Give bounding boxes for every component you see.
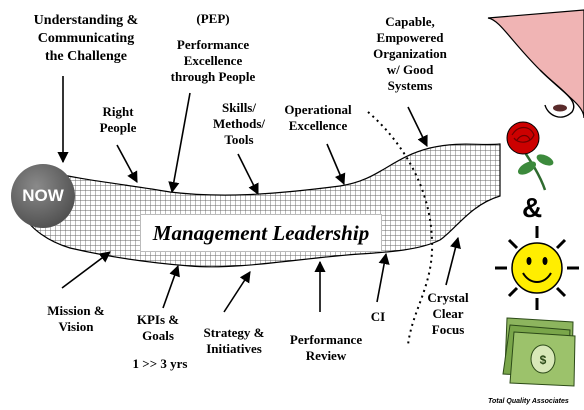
smiley-sun-icon <box>495 226 579 310</box>
arrow-right-people <box>116 144 138 183</box>
arrow-capable <box>407 106 428 148</box>
arrow-crystal <box>445 236 461 286</box>
arrow-operational <box>326 143 346 186</box>
now-circle: NOW <box>11 164 75 228</box>
arrow-kpis <box>162 264 180 309</box>
credit-text: Total Quality Associates <box>488 398 569 405</box>
rose-icon <box>506 121 554 191</box>
ampersand: & <box>522 192 543 223</box>
label-skills: Skills/Methods/Tools <box>213 100 265 147</box>
label-mission: Mission &Vision <box>47 303 105 334</box>
label-horizon: 1 >> 3 yrs <box>132 356 188 371</box>
management-leadership-banner: Management Leadership <box>140 214 382 252</box>
arrow-mission <box>61 251 111 289</box>
banner-label: Management Leadership <box>152 220 370 245</box>
arrow-strategy <box>223 271 251 313</box>
arrow-skills <box>237 153 259 196</box>
label-pep-abbrev: (PEP) <box>196 11 230 26</box>
arrow-ci <box>376 252 390 303</box>
money-icon: $ <box>502 317 576 387</box>
label-kpis: KPIs &Goals <box>136 312 180 343</box>
now-label: NOW <box>22 186 64 205</box>
arrow-pep <box>168 92 191 194</box>
label-ci: CI <box>370 309 386 324</box>
svg-text:$: $ <box>540 353 547 367</box>
label-strategy: Strategy &Initiatives <box>203 325 265 356</box>
nose-icon <box>487 9 584 119</box>
